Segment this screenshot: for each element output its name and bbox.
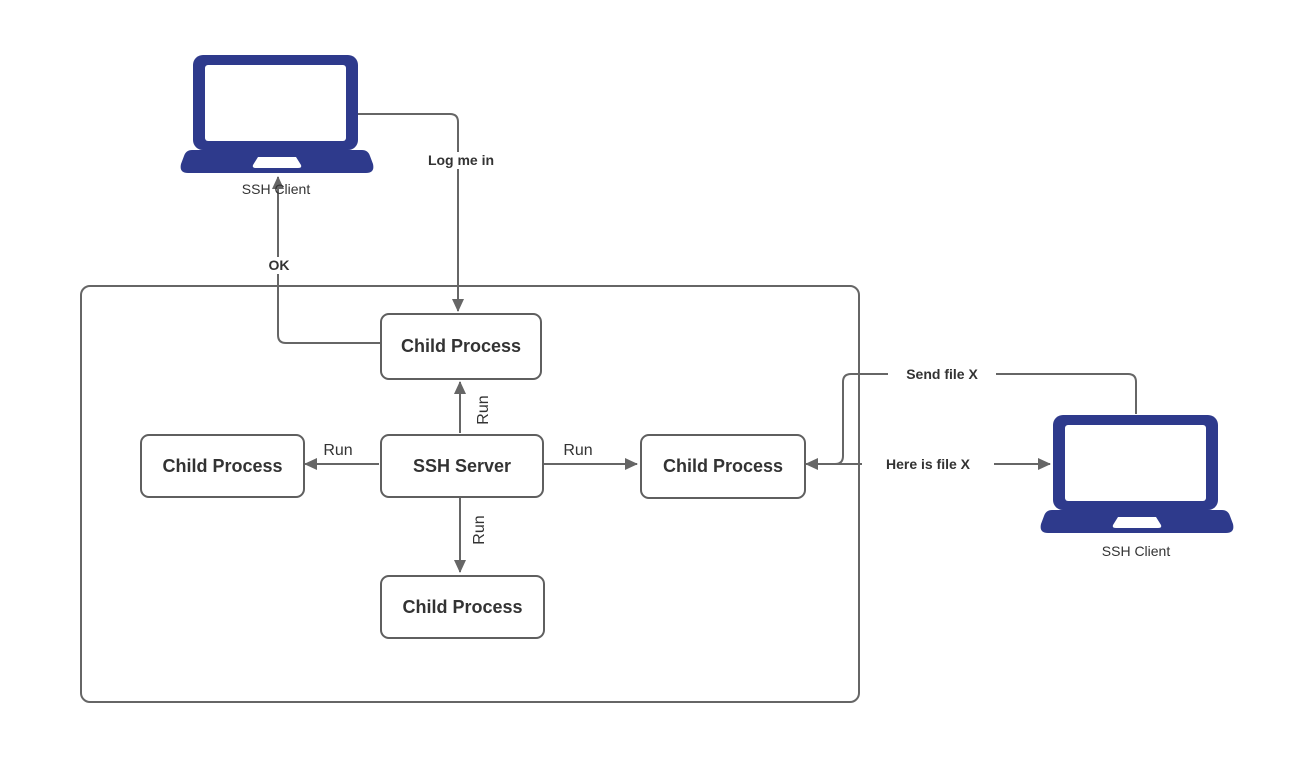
edge-ok [272,176,380,344]
label-ssh-client-left: SSH Client [241,181,311,197]
laptop-icon-left [180,55,374,173]
edge-send-file [805,373,1137,470]
label-run-left: Run [323,442,353,459]
label-run-right: Run [563,442,593,459]
node-child-process-right: Child Process [640,434,806,499]
server-boundary-container [80,285,860,703]
label-log-me-in: Log me in [414,152,508,169]
label-run-up: Run [474,388,494,432]
label-run-down: Run [470,508,490,552]
label-here-is-file-x: Here is file X [862,456,994,473]
node-child-process-top: Child Process [380,313,542,380]
node-ssh-server: SSH Server [380,434,544,498]
label-send-file-x: Send file X [888,366,996,383]
laptop-icon-right [1040,415,1234,533]
label-ok: OK [256,257,302,274]
edge-log-me-in [358,113,464,312]
label-ssh-client-right: SSH Client [1101,543,1171,559]
node-child-process-left: Child Process [140,434,305,498]
node-child-process-bottom: Child Process [380,575,545,639]
